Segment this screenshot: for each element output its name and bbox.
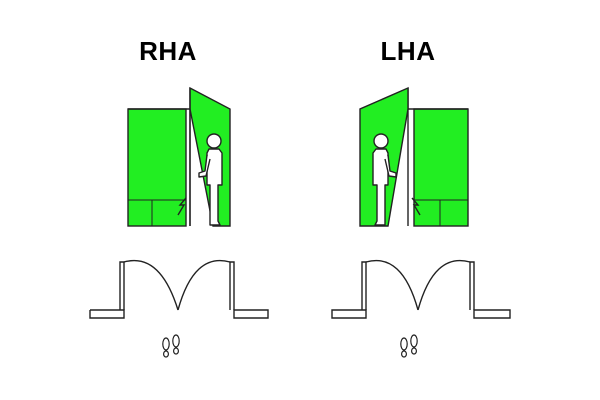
- lha-plan: [331, 259, 511, 358]
- rha-elevation: [127, 86, 231, 227]
- lha-right-panel: [413, 108, 469, 227]
- rha-footprints-icon: [162, 334, 180, 358]
- rha-door-swing-arc-icon: [123, 259, 179, 311]
- lha-footprints-icon: [400, 334, 418, 358]
- rha-door-swing-arc-icon: [177, 259, 231, 311]
- rha-left-panel: [127, 108, 187, 227]
- rha-title: RHA: [139, 36, 197, 66]
- rha-arrow-icon: [177, 197, 187, 216]
- lha-arrow-icon: [411, 197, 421, 216]
- lha-title: LHA: [380, 36, 436, 66]
- lha-door-swing-arc-icon: [365, 259, 419, 311]
- lha-elevation: [359, 86, 469, 227]
- rha-plan: [89, 259, 269, 358]
- lha-door-swing-arc-icon: [417, 259, 471, 311]
